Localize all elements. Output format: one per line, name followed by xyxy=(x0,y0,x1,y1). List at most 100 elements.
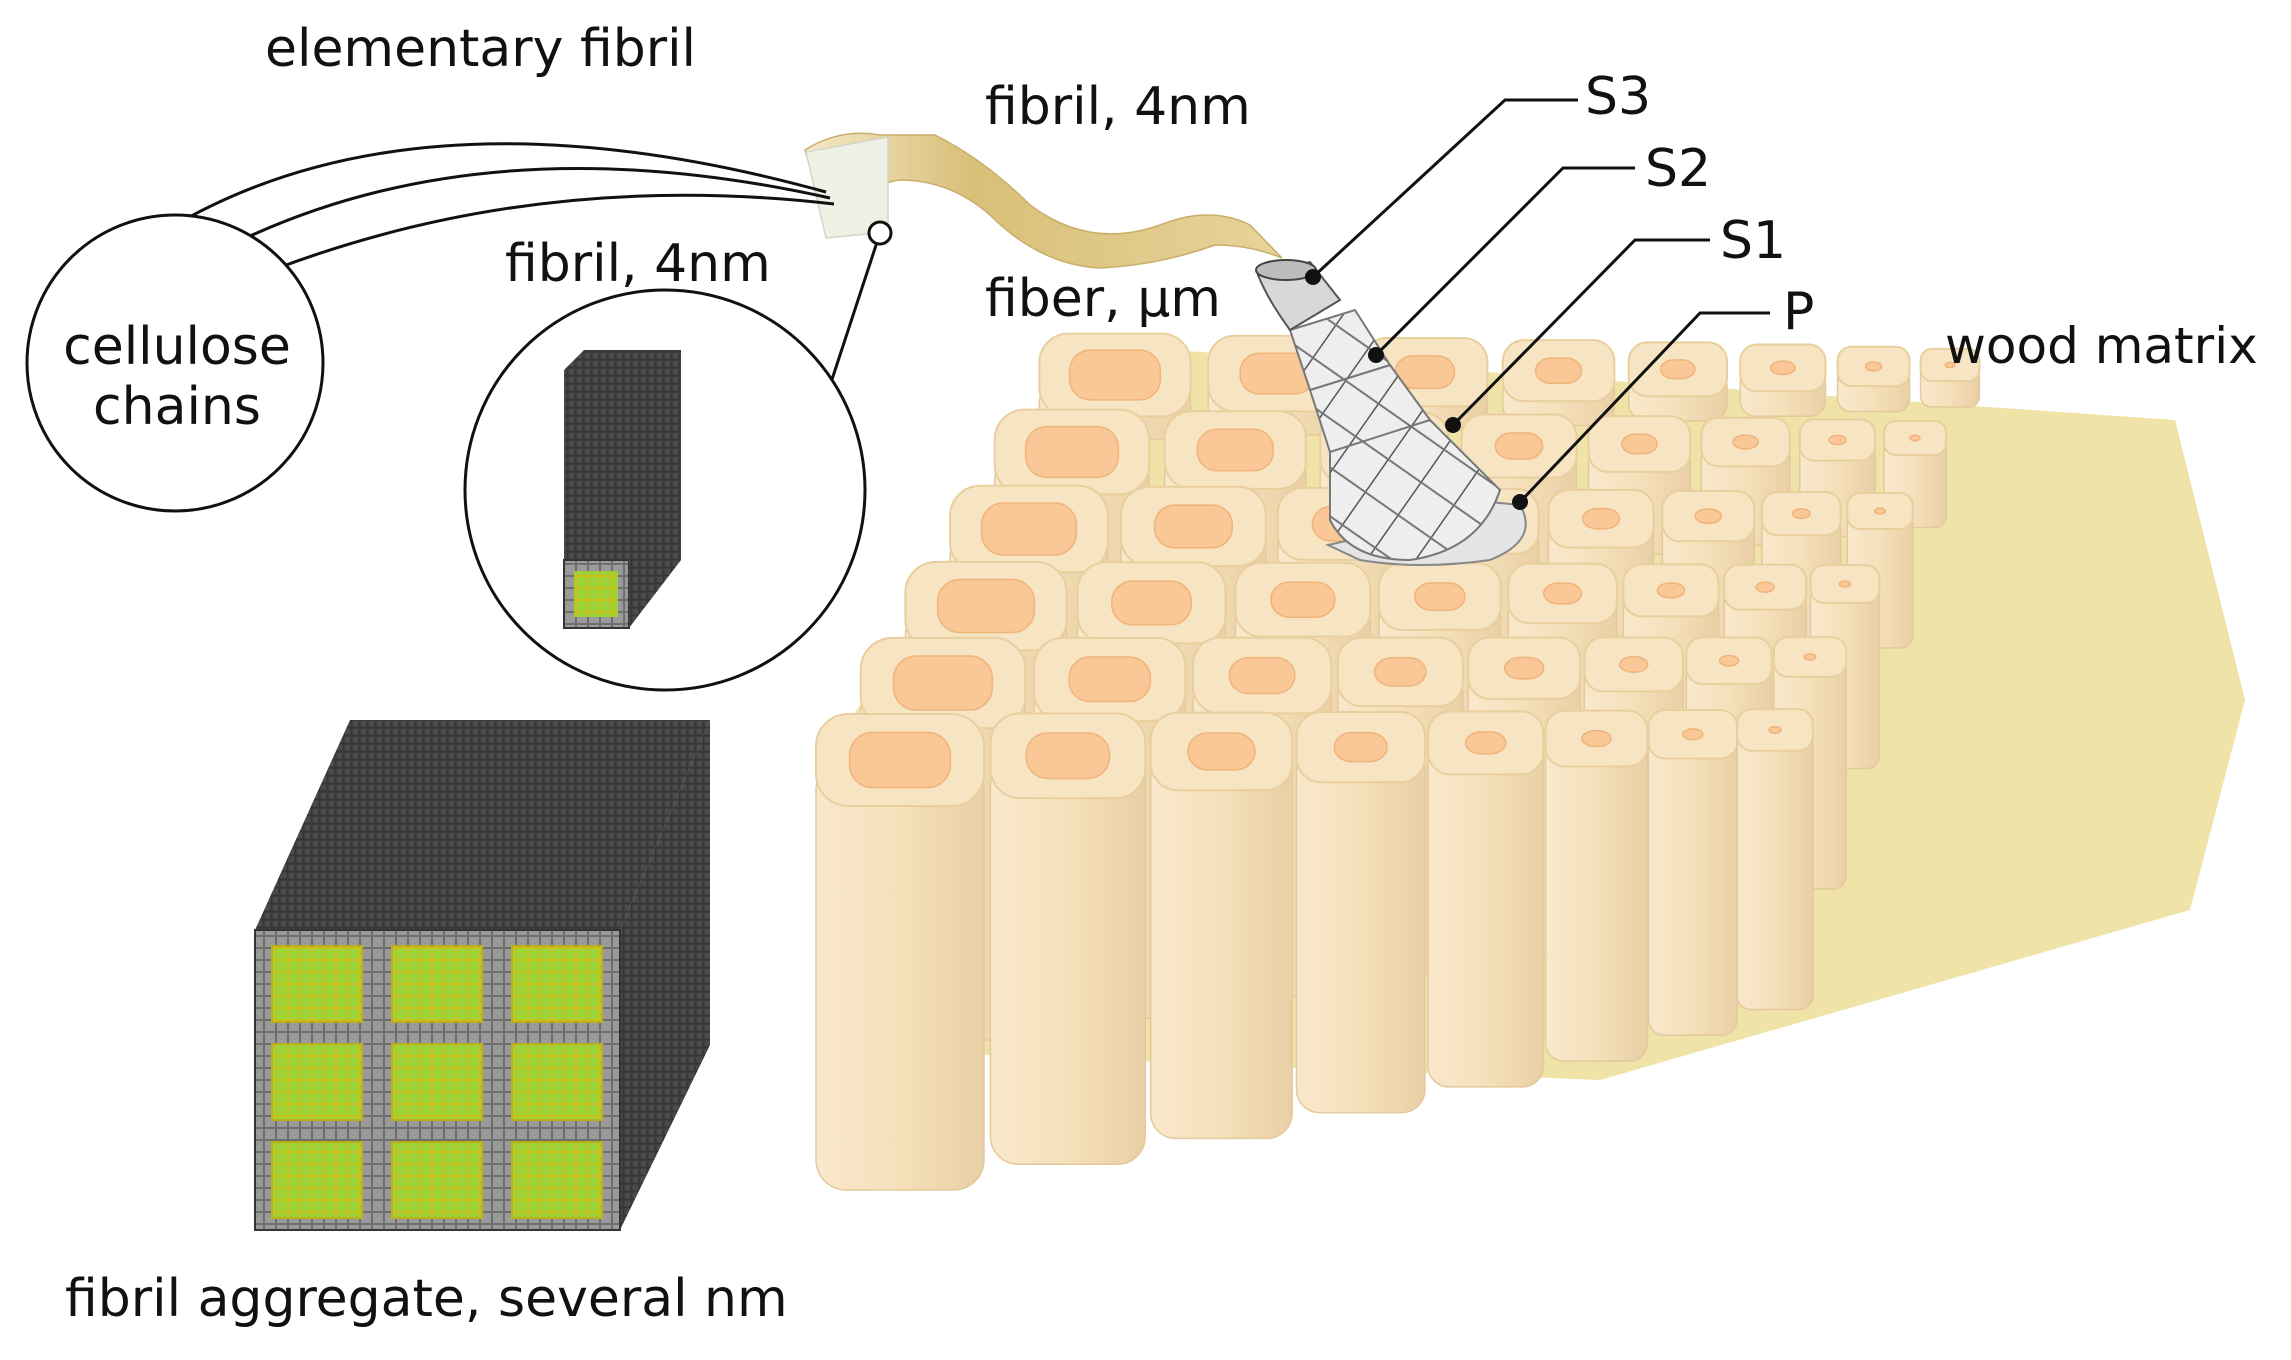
fiber-cell-wall-layers xyxy=(1255,259,1527,566)
label-s3: S3 xyxy=(1585,67,1652,127)
tube-lumen xyxy=(1464,731,1507,755)
tube-lumen xyxy=(1153,504,1234,549)
label-fibril-top: fibril, 4nm xyxy=(985,77,1251,137)
wood-tube xyxy=(1919,347,1981,408)
leader-p xyxy=(1518,311,1770,504)
wood-tube xyxy=(1427,710,1545,1088)
wood-tube xyxy=(1836,345,1911,413)
wood-tube xyxy=(1544,709,1649,1062)
tube-lumen xyxy=(1025,732,1111,780)
tube-lumen xyxy=(1494,432,1544,460)
tube-lumen xyxy=(936,578,1036,634)
tube-lumen xyxy=(1769,360,1796,376)
chain-line-1 xyxy=(169,142,827,230)
tube-side xyxy=(1736,729,1814,1011)
tube-lumen xyxy=(1618,655,1649,673)
tube-lumen xyxy=(1024,425,1120,479)
aggregate-core xyxy=(391,945,483,1023)
tube-lumen xyxy=(1068,656,1152,703)
tube-lumen xyxy=(1270,581,1336,618)
tube-lumen xyxy=(1944,361,1956,369)
tube-lumen xyxy=(1581,729,1612,748)
tube-lumen xyxy=(848,731,952,789)
tube-lumen xyxy=(980,502,1078,556)
tube-lumen xyxy=(1864,361,1883,372)
wood-tube xyxy=(1739,343,1827,417)
layer-leader-dots xyxy=(1305,269,1528,510)
tube-lumen xyxy=(1732,434,1759,450)
cellulose-chains-circle xyxy=(25,213,325,513)
tube-lumen xyxy=(1828,434,1847,446)
leader-s1 xyxy=(1451,238,1710,427)
wood-matrix-block xyxy=(815,332,2245,1191)
tube-side xyxy=(1149,750,1293,1140)
tube-side xyxy=(1295,746,1426,1114)
tube-lumen xyxy=(1534,357,1583,385)
label-elementary-fibril: elementary fibril xyxy=(265,19,697,79)
label-fiber: fiber, µm xyxy=(985,269,1221,329)
aggregate-core xyxy=(391,1043,483,1121)
label-cellulose-line2: chains xyxy=(93,376,261,437)
tube-lumen xyxy=(1909,434,1921,442)
label-fibril-aggregate: fibril aggregate, several nm xyxy=(65,1269,788,1329)
tube-lumen xyxy=(1196,428,1275,472)
label-p: P xyxy=(1783,282,1815,342)
tube-side xyxy=(815,759,985,1191)
tube-lumen xyxy=(1333,731,1388,763)
cellulose-chains-group xyxy=(25,142,835,513)
aggregate-core xyxy=(271,1141,363,1219)
aggregate-core xyxy=(391,1141,483,1219)
dot-s1 xyxy=(1445,417,1461,433)
tube-lumen xyxy=(1874,507,1886,515)
aggregate-core xyxy=(271,945,363,1023)
wood-tube xyxy=(1647,708,1739,1037)
tube-lumen xyxy=(1791,508,1811,520)
aggregate-core xyxy=(511,1141,603,1219)
aggregate-cores xyxy=(271,945,603,1219)
wood-tube xyxy=(1149,711,1294,1140)
dot-s3 xyxy=(1305,269,1321,285)
leader-s3 xyxy=(1311,98,1578,279)
wood-tube xyxy=(1501,339,1616,427)
wood-tube xyxy=(1627,341,1729,422)
small-fibril-core xyxy=(574,571,618,617)
layer-leader-lines xyxy=(1311,98,1770,504)
chain-line-2 xyxy=(224,166,831,250)
aggregate-core xyxy=(271,1043,363,1121)
wood-tube xyxy=(1295,710,1426,1114)
tube-lumen xyxy=(1659,359,1696,380)
tube-lumen xyxy=(1068,349,1162,401)
fibril-zoom-group xyxy=(463,220,893,692)
tube-lumen xyxy=(1656,582,1686,599)
tube-lumen xyxy=(1503,656,1545,680)
tube-lumen xyxy=(1768,725,1782,735)
chain-line-3 xyxy=(277,193,835,270)
dot-p xyxy=(1512,494,1528,510)
aggregate-core xyxy=(511,1043,603,1121)
label-s2: S2 xyxy=(1645,139,1712,199)
dot-s2 xyxy=(1368,347,1384,363)
tube-lumen xyxy=(1581,507,1621,530)
tube-side xyxy=(1427,742,1545,1088)
aggregate-right-face xyxy=(620,720,710,1230)
tube-lumen xyxy=(1755,581,1776,593)
tube-lumen xyxy=(1682,728,1704,741)
tube-lumen xyxy=(1694,508,1723,525)
zoom-point-marker xyxy=(867,220,893,246)
wood-tube xyxy=(1038,332,1192,441)
tube-lumen xyxy=(1620,433,1658,455)
tube-lumen xyxy=(1228,656,1296,695)
label-s1: S1 xyxy=(1720,211,1787,271)
wood-tube xyxy=(989,712,1147,1165)
label-wood-matrix: wood matrix xyxy=(1945,317,2258,375)
tube-lumen xyxy=(1373,657,1427,687)
leader-s2 xyxy=(1374,166,1635,357)
aggregate-core xyxy=(511,945,603,1023)
tube-lumen xyxy=(1187,732,1256,771)
tube-lumen xyxy=(1803,653,1817,661)
aggregate-top-face xyxy=(255,720,710,930)
label-cellulose-line1: cellulose xyxy=(63,317,291,377)
tube-lumen xyxy=(1111,580,1193,626)
